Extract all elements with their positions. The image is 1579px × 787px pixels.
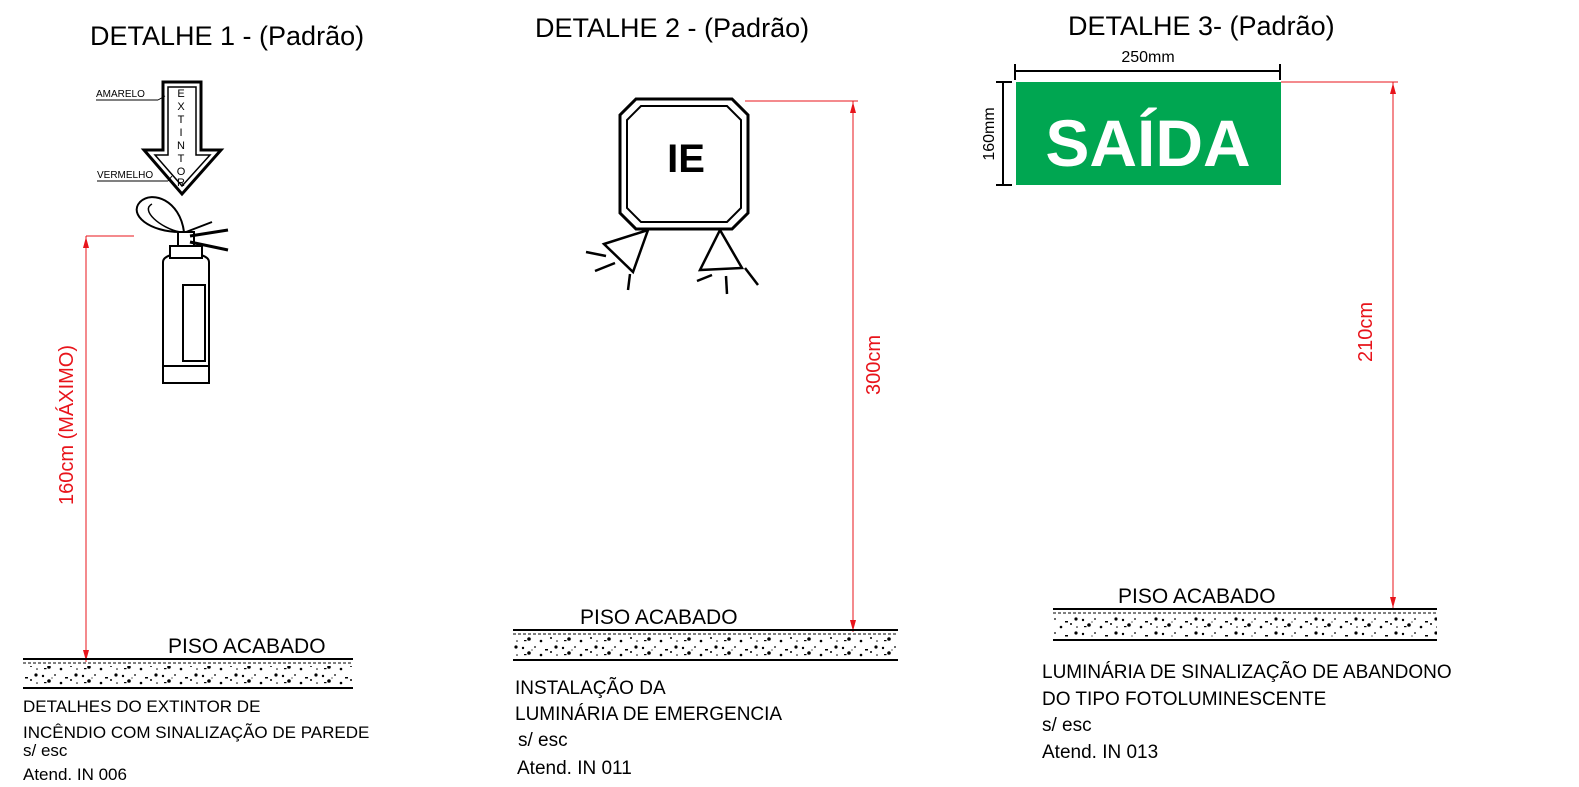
caption-3-line-2: DO TIPO FOTOLUMINESCENTE	[1042, 689, 1326, 710]
svg-text:X: X	[177, 101, 185, 113]
floor-label-2: PISO ACABADO	[580, 606, 738, 629]
detail-2-title: DETALHE 2 - (Padrão)	[535, 13, 809, 43]
caption-2: INSTALAÇÃO DA LUMINÁRIA DE EMERGENCIA s/…	[515, 677, 782, 779]
svg-text:T: T	[178, 114, 185, 126]
caption-1: DETALHES DO EXTINTOR DE INCÊNDIO COM SIN…	[23, 697, 369, 784]
floor-label-3: PISO ACABADO	[1118, 585, 1276, 608]
svg-text:T: T	[178, 153, 185, 165]
dimension-label-300: 300cm	[863, 335, 885, 395]
emergency-light-label: IE	[667, 137, 705, 181]
detail-1-title: DETALHE 1 - (Padrão)	[90, 21, 364, 51]
dimension-line-300: 300cm	[745, 100, 885, 632]
floor-slab-3	[1053, 608, 1437, 641]
caption-3-line-4: Atend. IN 013	[1042, 742, 1158, 763]
caption-2-line-4: Atend. IN 011	[517, 758, 632, 779]
svg-text:I: I	[179, 127, 182, 139]
dimension-line-160mm: 160mm	[981, 81, 1012, 186]
caption-2-line-2: LUMINÁRIA DE EMERGENCIA	[515, 704, 782, 725]
caption-3: LUMINÁRIA DE SINALIZAÇÃO DE ABANDONO DO …	[1042, 661, 1452, 763]
caption-1-line-4: Atend. IN 006	[23, 765, 127, 784]
caption-1-line-3: s/ esc	[23, 741, 68, 760]
exit-sign: SAÍDA	[1016, 82, 1281, 185]
arrow-text-letters: E X T I N T O R	[177, 88, 186, 189]
caption-3-line-1: LUMINÁRIA DE SINALIZAÇÃO DE ABANDONO	[1042, 661, 1452, 683]
label-vermelho: VERMELHO	[97, 170, 153, 181]
caption-1-line-2: INCÊNDIO COM SINALIZAÇÃO DE PAREDE	[23, 723, 369, 742]
detail-2: DETALHE 2 - (Padrão) IE 300cm PISO	[513, 13, 898, 779]
dimension-label-160: 160cm (MÁXIMO)	[55, 345, 78, 505]
extinguisher-arrow-sign: E X T I N T O R	[140, 80, 225, 197]
caption-1-line-1: DETALHES DO EXTINTOR DE	[23, 697, 260, 716]
dimension-line-160: 160cm (MÁXIMO)	[55, 235, 134, 662]
dimension-line-210: 210cm	[1281, 81, 1398, 609]
label-amarelo: AMARELO	[96, 89, 145, 100]
svg-text:O: O	[177, 166, 186, 178]
detail-3-title: DETALHE 3- (Padrão)	[1068, 11, 1335, 41]
svg-text:N: N	[177, 140, 185, 152]
svg-text:R: R	[177, 177, 185, 189]
floor-slab-1	[23, 658, 353, 689]
dimension-label-160mm: 160mm	[981, 107, 998, 160]
emergency-light-icon: IE	[585, 97, 759, 295]
caption-2-line-1: INSTALAÇÃO DA	[515, 677, 666, 699]
dimension-line-250mm: 250mm	[1014, 49, 1281, 80]
caption-3-line-3: s/ esc	[1042, 715, 1092, 736]
floor-slab-2	[513, 629, 898, 661]
exit-sign-label: SAÍDA	[1045, 106, 1250, 180]
svg-text:E: E	[177, 88, 184, 100]
detail-1: DETALHE 1 - (Padrão) E X T I N T O R AMA…	[23, 21, 369, 784]
caption-2-line-3: s/ esc	[518, 730, 568, 751]
detail-3: DETALHE 3- (Padrão) 250mm 160mm SAÍDA 21	[981, 11, 1452, 763]
fire-extinguisher-icon	[135, 196, 229, 384]
floor-label-1: PISO ACABADO	[168, 635, 326, 658]
dimension-label-210: 210cm	[1355, 302, 1377, 362]
dimension-label-250mm: 250mm	[1121, 49, 1174, 66]
